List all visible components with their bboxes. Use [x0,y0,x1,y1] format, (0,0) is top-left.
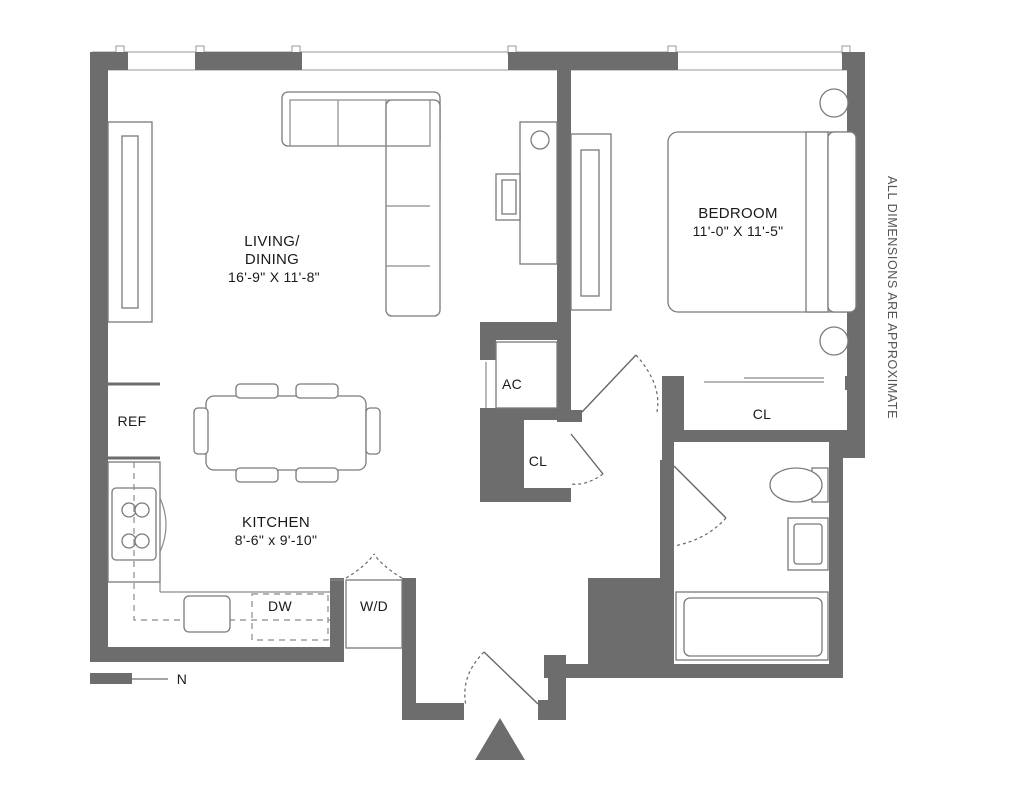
living-room-dimensions: 16'-9" X 11'-8" [228,269,320,285]
kitchen-name: KITCHEN [242,514,310,531]
hall-closet-label: CL [529,453,548,469]
dresser [570,133,612,311]
kitchen-dimensions: 8'-6" x 9'-10" [235,532,318,548]
living-room-name-line2: DINING [245,251,299,268]
bedroom-dimensions: 11'-0" X 11'-5" [693,223,784,239]
bedroom-name: BEDROOM [698,205,778,222]
bedroom-closet-label: CL [753,406,772,422]
doors [464,354,727,707]
north-indicator: N [90,671,187,687]
sectional-sofa [281,91,441,317]
north-label: N [177,671,187,687]
bed [667,88,857,356]
ac-label: AC [502,376,522,392]
closet-rod [704,377,824,383]
dimensions-note: ALL DIMENSIONS ARE APPROXIMATE [885,176,899,419]
media-console [107,121,153,323]
washer-dryer-label: W/D [360,598,388,614]
bathroom-fixtures [675,467,829,661]
wd-closet [345,553,403,649]
dining-table [193,383,381,483]
ac-closet [485,341,558,409]
refrigerator-label: REF [118,413,147,429]
walls [90,52,865,720]
desk [495,121,558,265]
kitchen-counters [107,382,344,641]
living-room-name-line1: LIVING/ [244,233,300,250]
entry-arrow [475,718,525,760]
dishwasher-label: DW [268,598,292,614]
